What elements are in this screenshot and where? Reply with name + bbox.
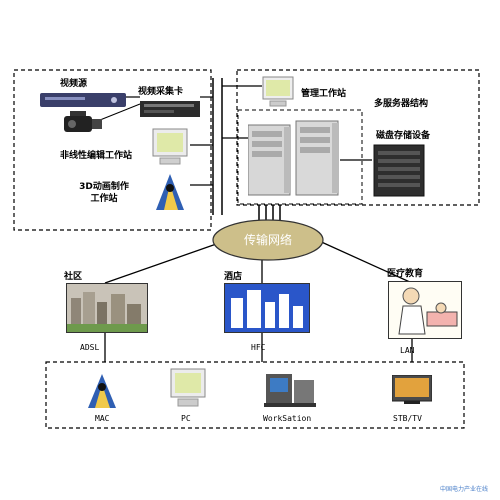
capture-card-icon [140, 98, 200, 120]
stb-label: STB/TV [393, 414, 422, 423]
mac-label: MAC [95, 414, 110, 423]
terminal-dashed-group [45, 361, 465, 429]
watermark-text: 中国电力产业在线 [440, 486, 489, 493]
hfc-label: HFC [251, 343, 266, 352]
video-source-device-icon [40, 92, 126, 107]
mac-terminal-icon [84, 372, 120, 410]
workstation-terminal-icon [264, 370, 316, 408]
animation-3d-label-line1: 3D动画制作 [79, 182, 129, 192]
multi-server-label: 多服务器结构 [374, 99, 429, 109]
adsl-label: ADSL [80, 343, 100, 352]
stb-tv-icon [391, 374, 433, 405]
management-monitor-icon [262, 76, 294, 108]
network-label: 传输网络 [243, 233, 292, 247]
video-source-label: 视频源 [60, 79, 88, 89]
animation-3d-label-line2: 工作站 [90, 194, 118, 204]
hotel-label: 酒店 [224, 272, 243, 282]
medical-image [388, 281, 462, 339]
community-label: 社区 [64, 272, 83, 282]
pc-label: PC [181, 414, 191, 423]
workstation-label: WorkSation [263, 414, 312, 423]
capture-card-label: 视频采集卡 [138, 87, 184, 97]
lan-label: LAN [400, 346, 415, 355]
medical-label: 医疗教育 [387, 269, 424, 279]
pc-terminal-icon [170, 368, 206, 408]
server-towers-icon [247, 117, 340, 197]
mac-workstation-icon [150, 170, 190, 212]
disk-storage-icon [372, 143, 426, 198]
left-dashed-group [13, 69, 212, 231]
video-camera-icon [62, 108, 104, 136]
network-ellipse [212, 219, 324, 261]
server-dashed-group [237, 109, 363, 205]
pc-monitor-icon [152, 128, 188, 166]
disk-storage-label: 磁盘存储设备 [376, 131, 431, 141]
community-image [66, 283, 148, 333]
management-station-label: 管理工作站 [301, 89, 347, 99]
nonlinear-editing-label: 非线性编辑工作站 [60, 151, 133, 161]
hotel-image [224, 283, 310, 333]
